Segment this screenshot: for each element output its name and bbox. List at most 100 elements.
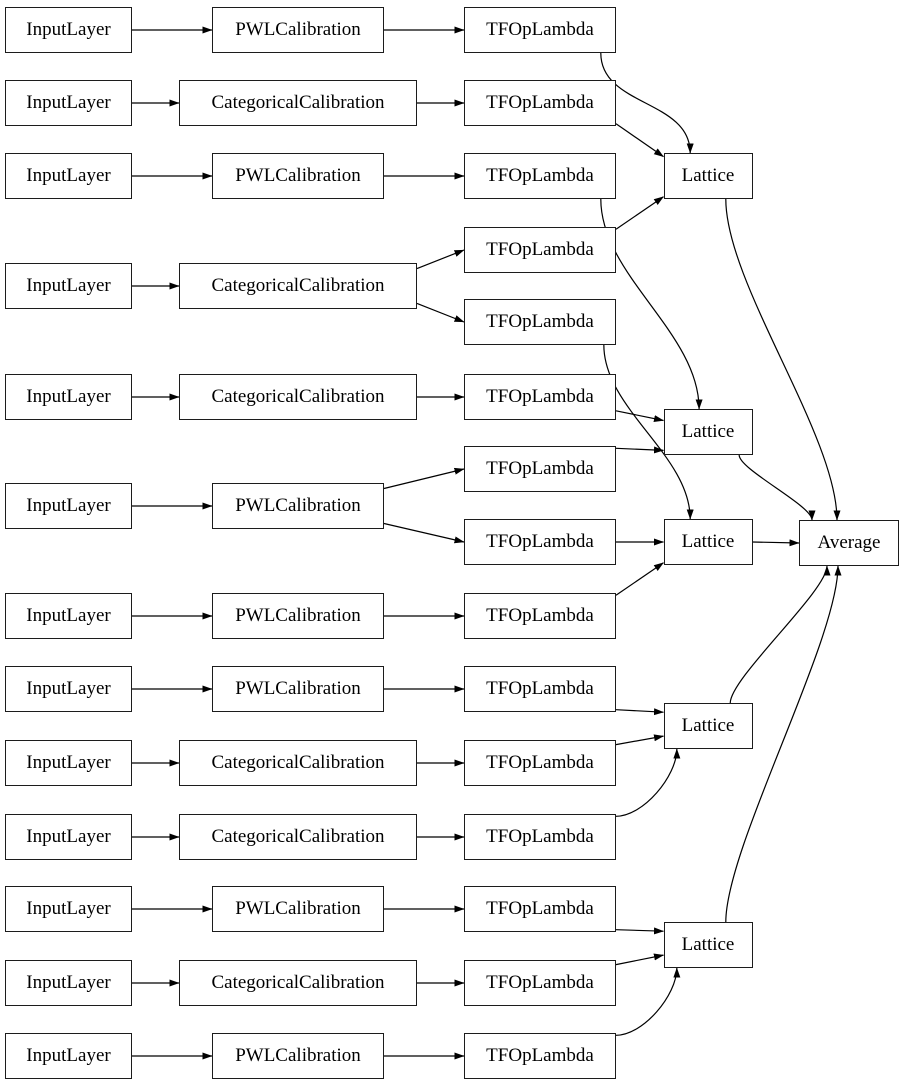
node-label: Lattice (681, 531, 735, 552)
node-lattice-lat3: Lattice (663, 519, 753, 565)
node-label: CategoricalCalibration (211, 752, 385, 773)
node-pwlcalibration-cal11: PWLCalibration (212, 886, 384, 932)
node-label: InputLayer (26, 972, 111, 993)
node-pwlcalibration-cal6: PWLCalibration (212, 483, 384, 529)
node-label: PWLCalibration (235, 605, 361, 626)
edge-t7-to-lat2 (615, 446, 664, 454)
edge-t4-to-lat1 (615, 196, 664, 230)
node-pwlcalibration-cal1: PWLCalibration (212, 7, 384, 53)
node-label: InputLayer (26, 605, 111, 626)
node-tfoplambda-t14: TFOpLambda (464, 960, 616, 1006)
node-pwlcalibration-cal3: PWLCalibration (212, 153, 384, 199)
edge-t9-to-lat3 (615, 562, 664, 596)
node-pwlcalibration-cal7: PWLCalibration (212, 593, 384, 639)
node-categoricalcalibration-cal2: CategoricalCalibration (179, 80, 417, 126)
node-label: TFOpLambda (486, 19, 594, 40)
node-label: CategoricalCalibration (211, 972, 385, 993)
node-label: TFOpLambda (486, 311, 594, 332)
edge-t2-to-lat1 (615, 123, 664, 158)
edge-lat2-to-avg (738, 454, 816, 521)
node-lattice-lat2: Lattice (663, 409, 753, 455)
node-inputlayer-in1: InputLayer (5, 7, 132, 53)
node-tfoplambda-t12: TFOpLambda (464, 814, 616, 860)
node-label: CategoricalCalibration (211, 275, 385, 296)
node-inputlayer-in2: InputLayer (5, 80, 132, 126)
node-categoricalcalibration-cal5: CategoricalCalibration (179, 374, 417, 420)
node-inputlayer-in4: InputLayer (5, 263, 132, 309)
node-label: Lattice (681, 421, 735, 442)
node-inputlayer-in7: InputLayer (5, 593, 132, 639)
node-label: TFOpLambda (486, 458, 594, 479)
node-label: TFOpLambda (486, 826, 594, 847)
node-label: TFOpLambda (486, 898, 594, 919)
node-pwlcalibration-cal8: PWLCalibration (212, 666, 384, 712)
edge-t12-to-lat4 (615, 748, 681, 817)
node-label: TFOpLambda (486, 531, 594, 552)
edge-t1-to-lat1 (600, 52, 694, 154)
node-label: InputLayer (26, 92, 111, 113)
node-tfoplambda-t5: TFOpLambda (464, 299, 616, 345)
node-label: InputLayer (26, 678, 111, 699)
node-label: CategoricalCalibration (211, 92, 385, 113)
node-label: TFOpLambda (486, 386, 594, 407)
node-label: Lattice (681, 165, 735, 186)
node-inputlayer-in3: InputLayer (5, 153, 132, 199)
node-label: PWLCalibration (235, 678, 361, 699)
edge-t15-to-lat5 (615, 967, 681, 1036)
edge-cal4-to-t4 (416, 249, 465, 270)
edge-cal6-to-t7 (383, 467, 465, 490)
node-inputlayer-in8: InputLayer (5, 666, 132, 712)
node-label: PWLCalibration (235, 1045, 361, 1066)
node-label: CategoricalCalibration (211, 386, 385, 407)
edge-t14-to-lat5 (615, 953, 664, 966)
node-inputlayer-in13: InputLayer (5, 1033, 132, 1079)
node-label: InputLayer (26, 275, 111, 296)
node-tfoplambda-t10: TFOpLambda (464, 666, 616, 712)
node-label: Average (817, 532, 881, 553)
node-inputlayer-in12: InputLayer (5, 960, 132, 1006)
node-tfoplambda-t6: TFOpLambda (464, 374, 616, 420)
edge-cal6-to-t8 (383, 522, 465, 544)
edge-t6-to-lat2 (615, 410, 664, 423)
node-tfoplambda-t13: TFOpLambda (464, 886, 616, 932)
node-categoricalcalibration-cal4: CategoricalCalibration (179, 263, 417, 309)
node-label: PWLCalibration (235, 495, 361, 516)
node-tfoplambda-t11: TFOpLambda (464, 740, 616, 786)
node-label: TFOpLambda (486, 1045, 594, 1066)
node-label: PWLCalibration (235, 165, 361, 186)
node-tfoplambda-t7: TFOpLambda (464, 446, 616, 492)
node-tfoplambda-t1: TFOpLambda (464, 7, 616, 53)
node-categoricalcalibration-cal10: CategoricalCalibration (179, 814, 417, 860)
node-average-avg: Average (799, 520, 899, 566)
node-label: InputLayer (26, 898, 111, 919)
node-lattice-lat1: Lattice (663, 153, 753, 199)
node-inputlayer-in10: InputLayer (5, 814, 132, 860)
node-tfoplambda-t8: TFOpLambda (464, 519, 616, 565)
node-tfoplambda-t3: TFOpLambda (464, 153, 616, 199)
node-tfoplambda-t4: TFOpLambda (464, 227, 616, 273)
edge-lat4-to-avg (729, 565, 831, 704)
node-label: TFOpLambda (486, 972, 594, 993)
node-label: PWLCalibration (235, 19, 361, 40)
edge-cal4-to-t5 (416, 302, 465, 323)
edge-t11-to-lat4 (615, 734, 664, 746)
node-label: PWLCalibration (235, 898, 361, 919)
node-label: InputLayer (26, 386, 111, 407)
node-tfoplambda-t15: TFOpLambda (464, 1033, 616, 1079)
node-categoricalcalibration-cal12: CategoricalCalibration (179, 960, 417, 1006)
node-pwlcalibration-cal13: PWLCalibration (212, 1033, 384, 1079)
node-label: TFOpLambda (486, 239, 594, 260)
node-label: InputLayer (26, 495, 111, 516)
node-label: TFOpLambda (486, 92, 594, 113)
node-lattice-lat5: Lattice (663, 922, 753, 968)
node-label: InputLayer (26, 19, 111, 40)
node-lattice-lat4: Lattice (663, 703, 753, 749)
node-label: CategoricalCalibration (211, 826, 385, 847)
node-inputlayer-in9: InputLayer (5, 740, 132, 786)
node-label: InputLayer (26, 165, 111, 186)
node-label: InputLayer (26, 1045, 111, 1066)
node-tfoplambda-t9: TFOpLambda (464, 593, 616, 639)
edge-lat5-to-avg (725, 565, 842, 923)
